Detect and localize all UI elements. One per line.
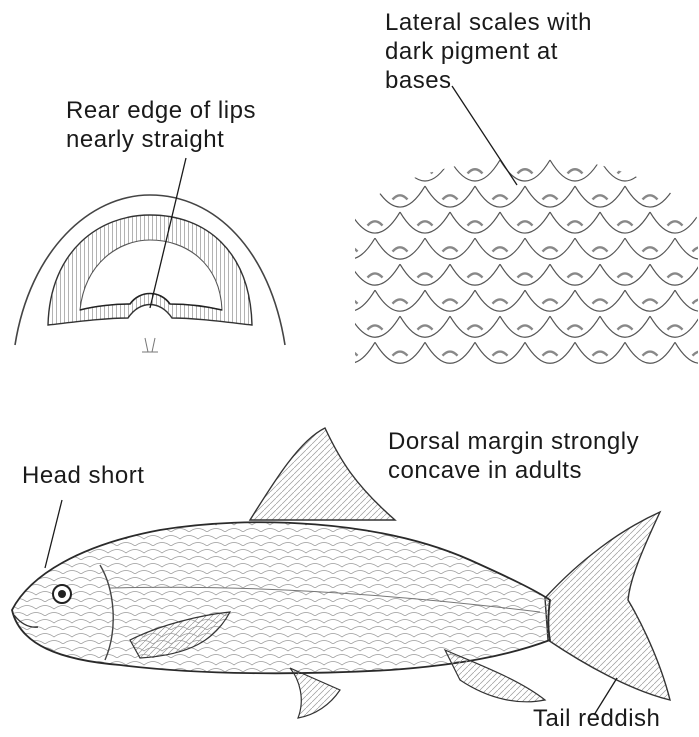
label-scales: Lateral scales with dark pigment at base…	[385, 8, 592, 95]
label-head: Head short	[22, 461, 144, 490]
leader-head	[45, 500, 62, 568]
scale-pigment	[343, 247, 358, 251]
scale-arc	[300, 212, 350, 233]
scale-pigment	[343, 195, 358, 199]
scale-arc	[300, 316, 350, 337]
label-dorsal: Dorsal margin strongly concave in adults	[388, 427, 639, 485]
anal-fin	[445, 650, 545, 702]
scale-pigment	[318, 325, 333, 329]
scale-arc	[350, 160, 400, 181]
scale-arc	[300, 160, 350, 181]
scale-pigment	[343, 299, 358, 303]
scale-pigment	[668, 169, 683, 173]
scale-arc	[300, 264, 350, 285]
scale-patch	[300, 150, 699, 410]
scale-pigment	[693, 195, 699, 199]
scale-pigment	[418, 169, 433, 173]
pupil	[58, 590, 66, 598]
scale-pigment	[318, 169, 333, 173]
pelvic-fin	[290, 668, 340, 718]
chin-mark	[142, 338, 158, 352]
body-outline	[12, 522, 550, 673]
scale-pigment	[318, 221, 333, 225]
scale-pigment	[343, 352, 358, 356]
scale-arc	[650, 160, 699, 181]
label-lips: Rear edge of lips nearly straight	[66, 96, 256, 154]
mouth-ventral-view	[15, 195, 285, 352]
dorsal-fin	[250, 428, 395, 520]
scale-pigment	[368, 169, 383, 173]
scale-pigment	[318, 273, 333, 277]
label-tail: Tail reddish	[533, 704, 660, 733]
tail-fin	[545, 512, 670, 700]
